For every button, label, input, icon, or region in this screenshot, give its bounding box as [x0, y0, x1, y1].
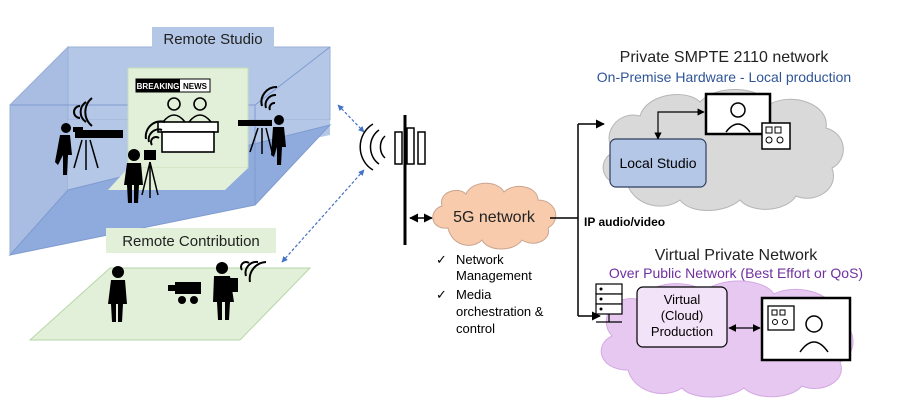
camera-operator-right-icon [238, 115, 286, 165]
virtual-control-panel-icon [767, 305, 795, 331]
check-item-orchestration: orchestration & [456, 304, 544, 319]
cell-tower-icon [359, 115, 426, 245]
local-studio-label: Local Studio [619, 155, 696, 171]
local-studio-to-monitor-link [654, 108, 705, 140]
contribution-to-tower-link [281, 169, 365, 263]
green-floor [108, 168, 248, 190]
reporter-icon [108, 266, 127, 322]
private-network-title: Private SMPTE 2110 network [620, 49, 830, 66]
breaking-text: BREAKING [137, 82, 180, 91]
check-item-management: Management [456, 268, 532, 283]
fiveg-checklist: ✓ Network Management ✓ Media orchestrati… [436, 252, 544, 336]
camera-operator-center-icon [124, 149, 159, 203]
wifi-icon-left [73, 97, 93, 127]
fiveg-cloud [432, 182, 557, 250]
virtual-production-line-1: Virtual [664, 292, 701, 307]
contribution-floor [28, 267, 312, 341]
wifi-icon-contribution [240, 260, 267, 283]
remote-studio: Remote Studio BREAKING NEWS [8, 27, 332, 257]
studio-to-tower-link [337, 104, 365, 133]
private-control-panel-icon [761, 122, 791, 150]
check-item-media: Media [456, 287, 492, 302]
remote-contribution: Remote Contribution [28, 228, 312, 341]
ip-audio-video-label: IP audio/video [584, 215, 665, 229]
remote-studio-label-box [152, 27, 274, 51]
news-anchors-icon [157, 97, 219, 153]
news-text: NEWS [183, 82, 208, 91]
remote-contribution-label-box [106, 228, 276, 253]
check-item-network: Network [456, 252, 504, 267]
remote-studio-label: Remote Studio [163, 31, 262, 48]
server-rack-icon [595, 283, 623, 323]
virtual-network-subtitle: Over Public Network (Best Effort or QoS) [609, 265, 863, 281]
virtual-production-box [636, 286, 728, 348]
camera-operator-left-icon [55, 123, 123, 175]
camera-crew-icon [168, 262, 238, 320]
virtual-production-line-2: (Cloud) [661, 308, 704, 323]
check-icon-1: ✓ [436, 252, 447, 267]
wifi-icon-center [144, 120, 166, 146]
private-network-subtitle: On-Premise Hardware - Local production [597, 69, 851, 85]
remote-contribution-label: Remote Contribution [122, 233, 260, 250]
fiveg-label: 5G network [453, 209, 536, 226]
wifi-icon-right [260, 85, 278, 111]
check-icon-2: ✓ [436, 287, 447, 302]
virtual-network-title: Virtual Private Network [655, 247, 818, 264]
private-monitor-icon [704, 92, 772, 136]
check-item-control: control [456, 321, 495, 336]
virtual-production-line-3: Production [651, 324, 713, 339]
